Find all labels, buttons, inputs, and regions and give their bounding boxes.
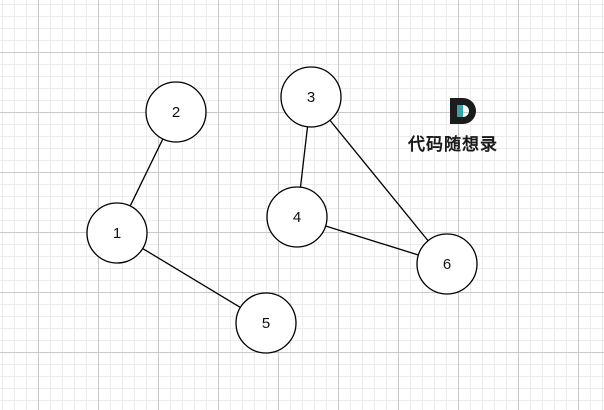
node-6: 6 bbox=[416, 233, 478, 295]
edge-3-4 bbox=[299, 126, 309, 188]
nodes: 1 2 3 4 5 6 bbox=[86, 66, 478, 354]
edge-1-2 bbox=[129, 138, 164, 207]
node-2: 2 bbox=[145, 81, 207, 143]
edge-3-6 bbox=[329, 119, 429, 242]
edges bbox=[129, 119, 429, 309]
node-circle bbox=[266, 186, 328, 248]
node-label: 1 bbox=[113, 225, 121, 242]
node-4: 4 bbox=[266, 186, 328, 248]
node-5: 5 bbox=[235, 292, 297, 354]
edge-1-5 bbox=[142, 247, 241, 309]
node-label: 3 bbox=[307, 89, 315, 106]
brand-watermark: 代码随想录 bbox=[408, 96, 518, 156]
brand-logo-icon bbox=[450, 98, 476, 124]
node-label: 4 bbox=[293, 209, 301, 226]
node-label: 2 bbox=[172, 104, 180, 121]
brand-name: 代码随想录 bbox=[408, 135, 498, 155]
edge-4-6 bbox=[325, 225, 419, 256]
node-circle bbox=[280, 66, 342, 128]
node-1: 1 bbox=[86, 202, 148, 264]
node-3: 3 bbox=[280, 66, 342, 128]
node-circle bbox=[235, 292, 297, 354]
node-circle bbox=[86, 202, 148, 264]
node-circle bbox=[416, 233, 478, 295]
node-label: 6 bbox=[443, 256, 451, 273]
node-circle bbox=[145, 81, 207, 143]
node-label: 5 bbox=[262, 315, 270, 332]
